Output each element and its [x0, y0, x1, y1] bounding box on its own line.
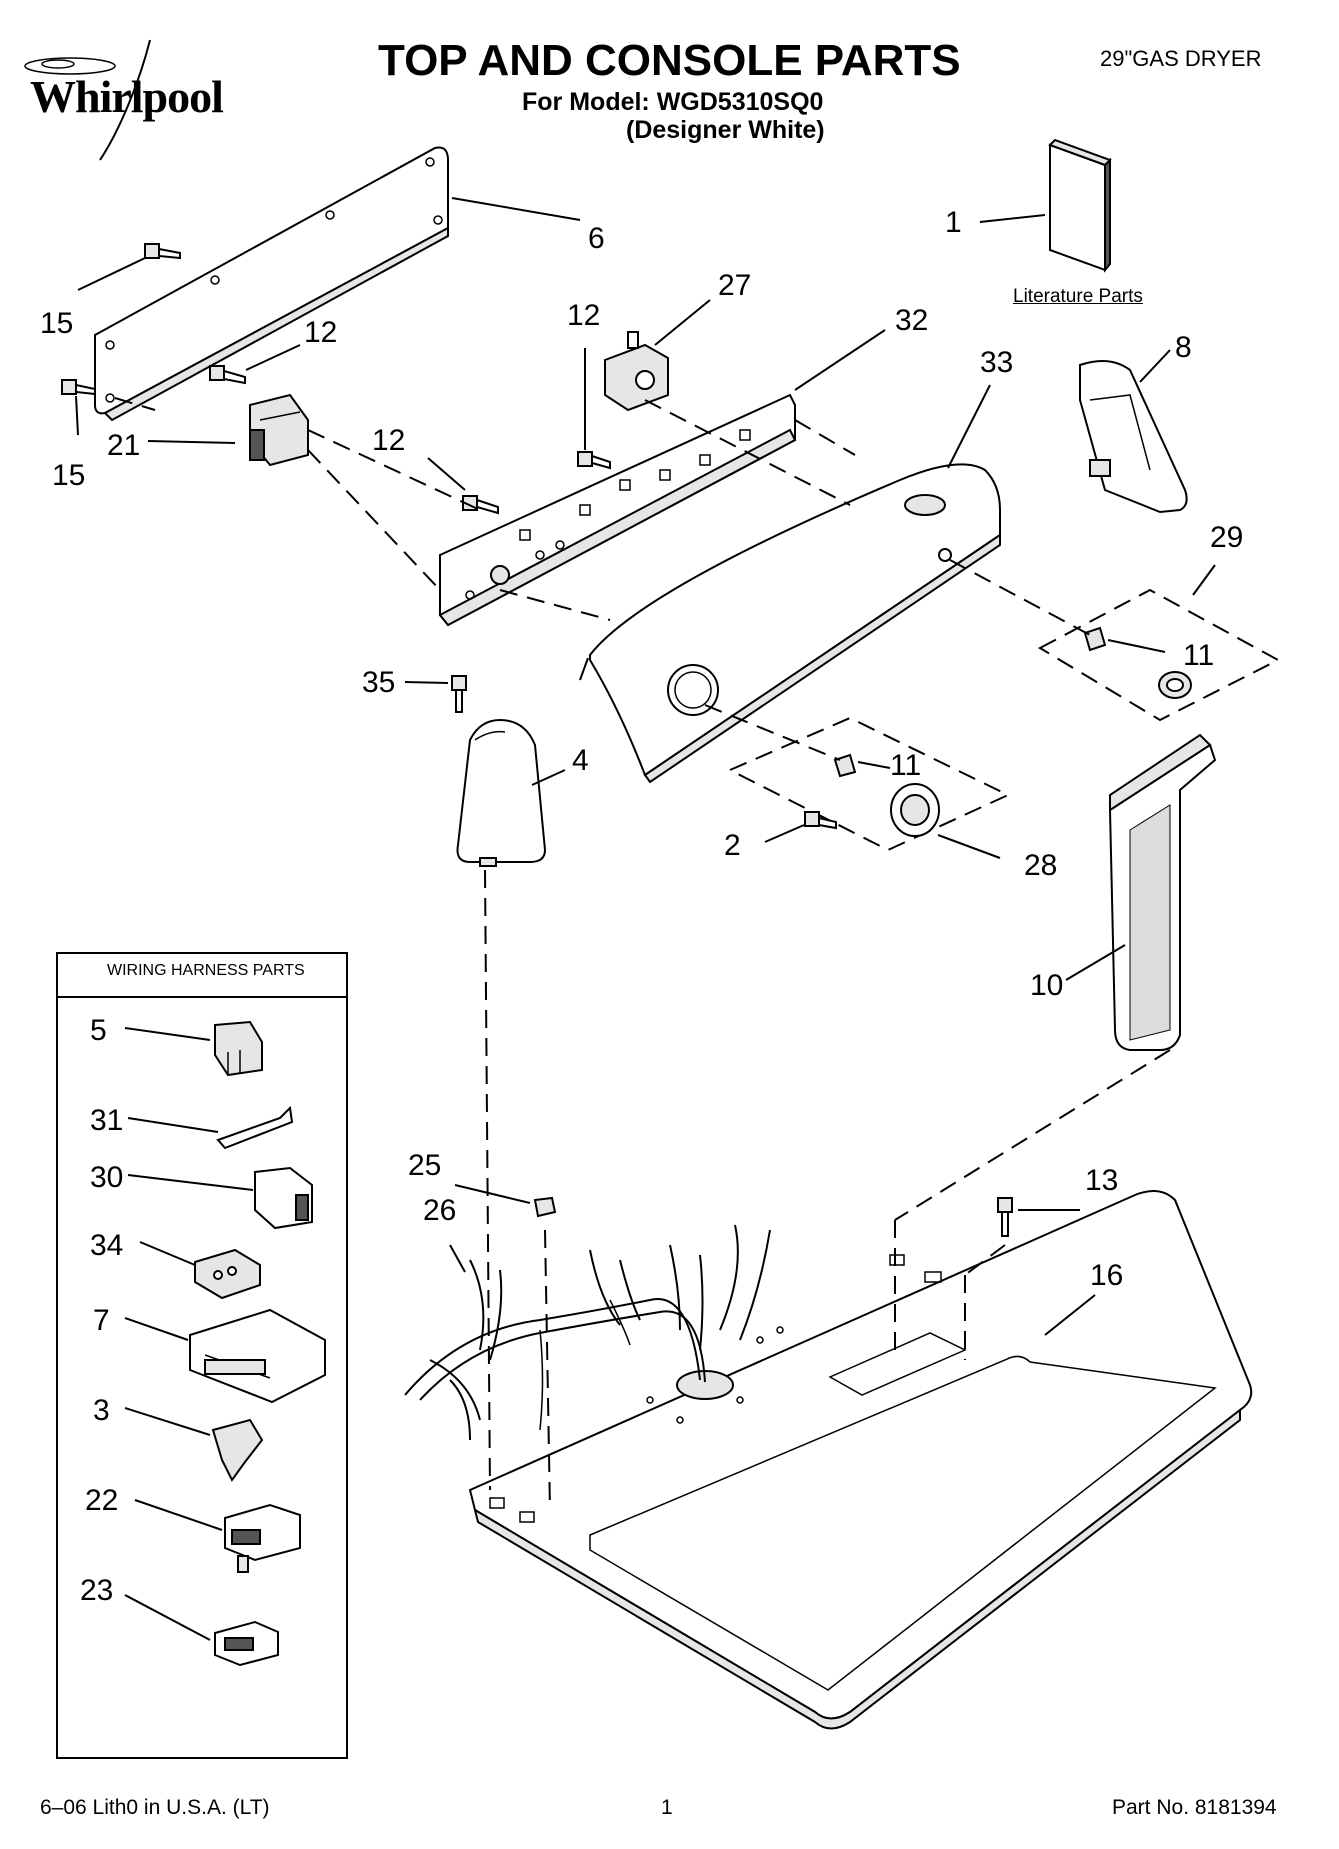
part-35-screw: [451, 675, 467, 713]
part-7-terminal-block: [189, 1308, 326, 1404]
callout-35: 35: [362, 666, 395, 699]
callout-22: 22: [85, 1484, 118, 1517]
part-23-connector: [214, 1620, 279, 1667]
part-28-knob-kit: [727, 716, 1011, 852]
page-title: TOP AND CONSOLE PARTS: [378, 36, 961, 85]
part-5-connector: [214, 1020, 263, 1077]
part-4-end-cap: [456, 718, 547, 867]
part-22-connector: [224, 1503, 301, 1573]
callout-16: 16: [1090, 1259, 1123, 1292]
callout-31: 31: [90, 1104, 123, 1137]
color-line: (Designer White): [626, 116, 825, 144]
part-15-screw-lower: [61, 379, 96, 396]
callout-21: 21: [107, 429, 140, 462]
part-8-bracket: [1079, 360, 1188, 514]
callout-labels: 1 6 15 15 12 21 12 12 27 32 33 8 29 11 3…: [40, 206, 1243, 1607]
callout-30: 30: [90, 1161, 123, 1194]
whirlpool-logo-icon: [24, 39, 151, 161]
part-16-top-panel: [468, 1190, 1253, 1730]
callout-25: 25: [408, 1149, 441, 1182]
part-12-screw-c: [577, 451, 611, 470]
callout-33: 33: [980, 346, 1013, 379]
callout-15-upper: 15: [40, 307, 73, 340]
callout-34: 34: [90, 1229, 123, 1262]
product-type: 29"GAS DRYER: [1100, 46, 1262, 71]
callout-2: 2: [724, 829, 741, 862]
callout-12-a: 12: [304, 316, 337, 349]
callout-15-lower: 15: [52, 459, 85, 492]
part-29-knob-kit: [1037, 588, 1281, 722]
part-6-console-back-panel: [94, 146, 449, 422]
callout-7: 7: [93, 1304, 110, 1337]
page-number: 1: [661, 1796, 673, 1819]
wiring-harness-box: [56, 952, 348, 1759]
callout-12-b: 12: [372, 424, 405, 457]
part-13-screw: [997, 1197, 1013, 1237]
callout-3: 3: [93, 1394, 110, 1427]
model-line: For Model: WGD5310SQ0: [522, 88, 824, 116]
part-26-wiring-harness: [404, 1224, 771, 1441]
part-31-terminal: [216, 1105, 294, 1150]
part-30-connector: [254, 1166, 313, 1230]
part-10-lint-screen: [1108, 733, 1217, 1051]
part-12-screw-a: [209, 365, 246, 385]
callout-8: 8: [1175, 331, 1192, 364]
callout-1: 1: [945, 206, 962, 239]
part-21-switch: [249, 393, 309, 467]
callout-10: 10: [1030, 969, 1063, 1002]
callout-27: 27: [718, 269, 751, 302]
assembly-lines: [114, 397, 1171, 1511]
part-1-literature-booklet: [1048, 138, 1112, 273]
part-32-control-bracket: [438, 393, 797, 627]
callout-32: 32: [895, 304, 928, 337]
callout-26: 26: [423, 1194, 456, 1227]
part-15-screw-upper: [144, 243, 181, 260]
part-number: Part No. 8181394: [1112, 1796, 1277, 1819]
part-33-console: [579, 463, 1001, 784]
print-info: 6–06 Lith0 in U.S.A. (LT): [40, 1796, 270, 1819]
brand-logo-text: Whirlpool: [30, 71, 224, 122]
callout-11-center: 11: [890, 749, 921, 782]
callout-6: 6: [588, 222, 605, 255]
wiring-harness-title: WIRING HARNESS PARTS: [107, 962, 305, 979]
part-2-screw: [804, 811, 837, 830]
callout-4: 4: [572, 744, 589, 777]
part-25-clip: [533, 1196, 557, 1218]
callout-5: 5: [90, 1014, 107, 1047]
part-3-clip: [211, 1418, 264, 1482]
callout-12-c: 12: [567, 299, 600, 332]
leader-lines: [75, 197, 1216, 1641]
callout-23: 23: [80, 1574, 113, 1607]
callout-29: 29: [1210, 521, 1243, 554]
part-34-connector: [194, 1248, 261, 1300]
callout-13: 13: [1085, 1164, 1118, 1197]
part-27-timer-block: [604, 331, 669, 412]
callout-11-right: 11: [1183, 639, 1214, 672]
callout-28: 28: [1024, 849, 1057, 882]
literature-parts-label: Literature Parts: [1013, 286, 1143, 307]
